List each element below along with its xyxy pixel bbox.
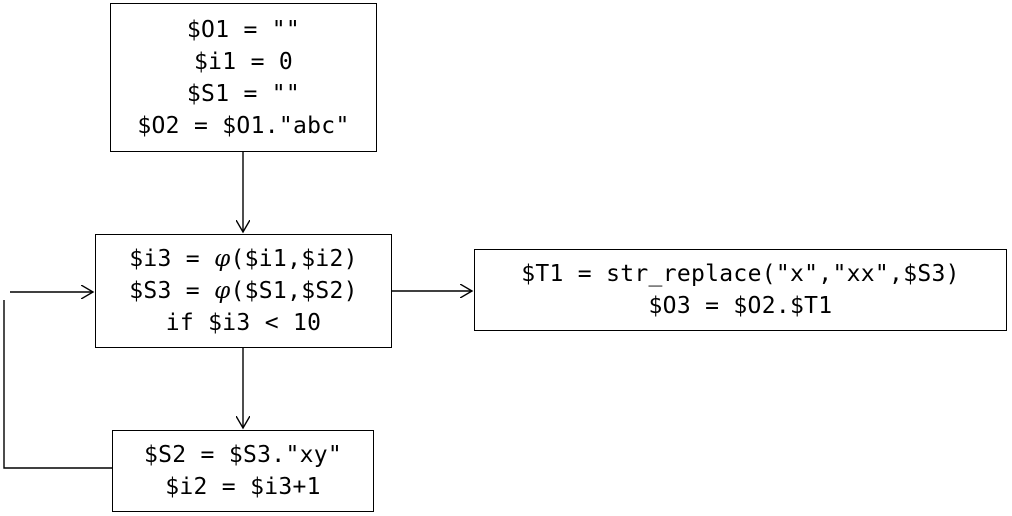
phi-symbol: φ [214, 278, 231, 304]
body-line-2: $i2 = $i3+1 [165, 474, 321, 500]
loop-line-2: $S3 = φ($S1,$S2) [129, 275, 358, 307]
loop-line-1-args: ($i1,$i2) [230, 246, 358, 272]
loop-line-2-args: ($S1,$S2) [230, 278, 358, 304]
edge-body-to-loop-back [3, 300, 112, 469]
body-line-1: $S2 = $S3."xy" [143, 442, 343, 468]
loop-line-3: if $i3 < 10 [165, 310, 322, 336]
block-loop-body: $S2 = $S3."xy" $i2 = $i3+1 [112, 430, 374, 512]
exit-line-2: $O3 = $O2.$T1 [648, 293, 833, 319]
init-line-4: $O2 = $O1."abc" [137, 112, 350, 139]
block-loop-header: $i3 = φ($i1,$i2) $S3 = φ($S1,$S2) if $i3… [95, 234, 392, 348]
init-line-2: $i1 = 0 [193, 48, 294, 75]
init-line-3: $S1 = "" [186, 80, 301, 107]
loop-line-2-lhs: $S3 = [129, 278, 215, 304]
init-line-1: $O1 = "" [186, 16, 301, 43]
block-exit: $T1 = str_replace("x","xx",$S3) $O3 = $O… [474, 249, 1007, 331]
loop-line-1-lhs: $i3 = [129, 246, 215, 272]
exit-line-1: $T1 = str_replace("x","xx",$S3) [521, 261, 960, 287]
loop-line-1: $i3 = φ($i1,$i2) [129, 243, 358, 275]
phi-symbol: φ [214, 246, 231, 272]
block-init: $O1 = "" $i1 = 0 $S1 = "" $O2 = $O1."abc… [110, 3, 377, 152]
